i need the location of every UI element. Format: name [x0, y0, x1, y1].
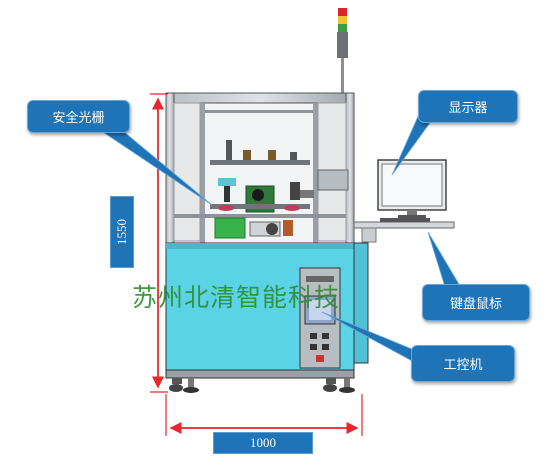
height-dimension-value: 1550 [114, 219, 129, 245]
upper-enclosure [165, 92, 355, 244]
width-dimension-value: 1000 [250, 435, 276, 450]
monitor-callout: 显示器 [418, 90, 518, 123]
company-watermark: 苏州北清智能科技 [132, 283, 341, 312]
signal-tower [337, 8, 348, 96]
height-dimension-box: 1550 [110, 196, 134, 268]
keyboard-mouse-label: 键盘鼠标 [449, 297, 502, 312]
keyboard-shelf [353, 218, 455, 243]
ipc-callout: 工控机 [411, 345, 515, 382]
casters [169, 378, 355, 393]
width-dimension-box: 1000 [213, 432, 313, 454]
height-dimension-line [150, 93, 168, 393]
callout-pointers [99, 111, 461, 363]
width-dimension-line [165, 394, 363, 436]
monitor-drawing [377, 159, 447, 218]
light-curtain-callout: 安全光栅 [27, 100, 130, 133]
ipc-label: 工控机 [443, 358, 483, 373]
monitor-label: 显示器 [448, 101, 488, 116]
ipc-panel [299, 267, 341, 369]
light-curtain-label: 安全光栅 [52, 111, 105, 126]
keyboard-mouse-callout: 键盘鼠标 [422, 284, 530, 321]
